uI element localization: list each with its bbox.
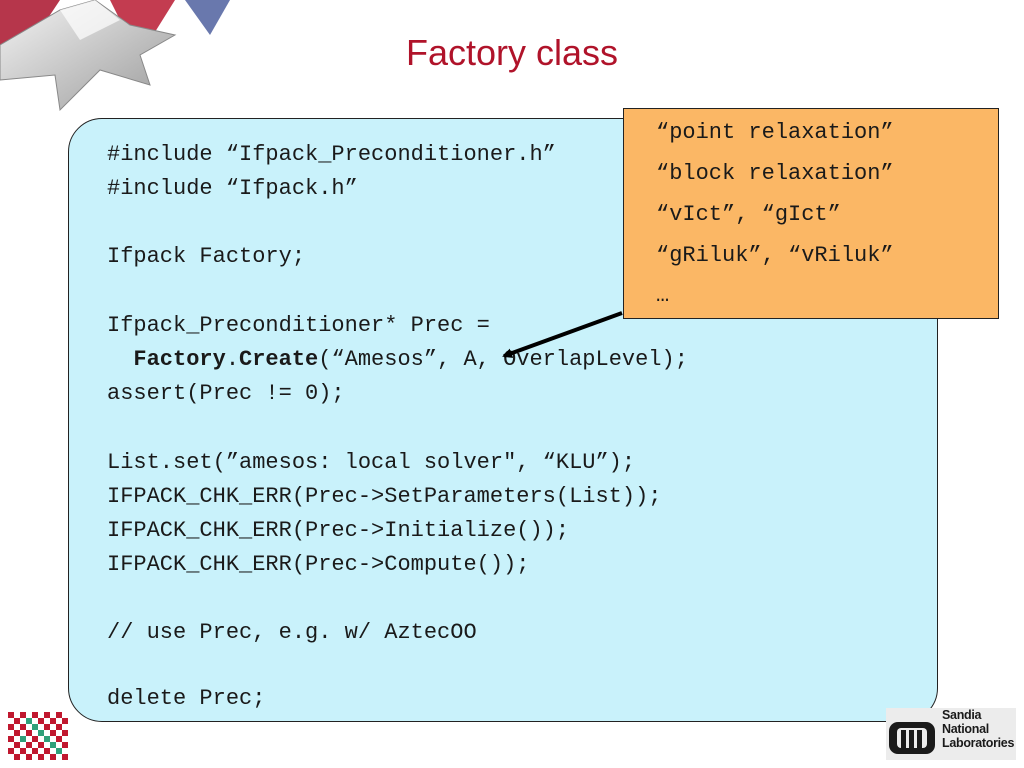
code-line-factory-create: Factory.Create(“Amesos”, A, OverlapLevel… (107, 345, 688, 375)
code-line: delete Prec; (107, 686, 266, 711)
code-line: IFPACK_CHK_ERR(Prec->Compute()); (107, 552, 530, 577)
slide-title: Factory class (405, 32, 619, 73)
code-indent (107, 347, 133, 372)
code-line: // use Prec, e.g. w/ AztecOO (107, 620, 477, 645)
code-listing: #include “Ifpack_Preconditioner.h” #incl… (107, 140, 688, 711)
code-dot: . (225, 347, 240, 372)
callout-item: … (656, 283, 670, 308)
code-line: List.set(”amesos: local solver", “KLU”); (107, 450, 636, 475)
checkerboard-icon (8, 712, 68, 760)
callout-item: “block relaxation” (656, 161, 894, 186)
logo-line: National (942, 722, 989, 736)
callout-item: “gRiluk”, “vRiluk” (656, 243, 894, 268)
code-line: #include “Ifpack_Preconditioner.h” (107, 142, 556, 167)
code-line: assert(Prec != 0); (107, 381, 345, 406)
logo-line: Sandia (942, 708, 982, 722)
star-emblem-icon (0, 0, 230, 112)
code-line: Ifpack Factory; (107, 244, 306, 269)
sandia-wordmark: Sandia National Laboratories (942, 708, 1014, 750)
code-line: Ifpack_Preconditioner* Prec = (107, 313, 490, 338)
code-line: IFPACK_CHK_ERR(Prec->SetParameters(List)… (107, 484, 662, 509)
code-args: (“Amesos”, A, OverlapLevel); (318, 347, 688, 372)
callout-item: “vIct”, “gIct” (656, 202, 841, 227)
callout-item: “point relaxation” (656, 120, 894, 145)
code-keyword-factory: Factory (133, 347, 226, 372)
options-callout: “point relaxation” “block relaxation” “v… (623, 108, 999, 319)
logo-line: Laboratories (942, 736, 1015, 750)
code-line: #include “Ifpack.h” (107, 176, 358, 201)
code-keyword-create: Create (239, 347, 319, 372)
code-line: IFPACK_CHK_ERR(Prec->Initialize()); (107, 518, 570, 543)
sandia-thunderbird-icon (886, 708, 1016, 760)
